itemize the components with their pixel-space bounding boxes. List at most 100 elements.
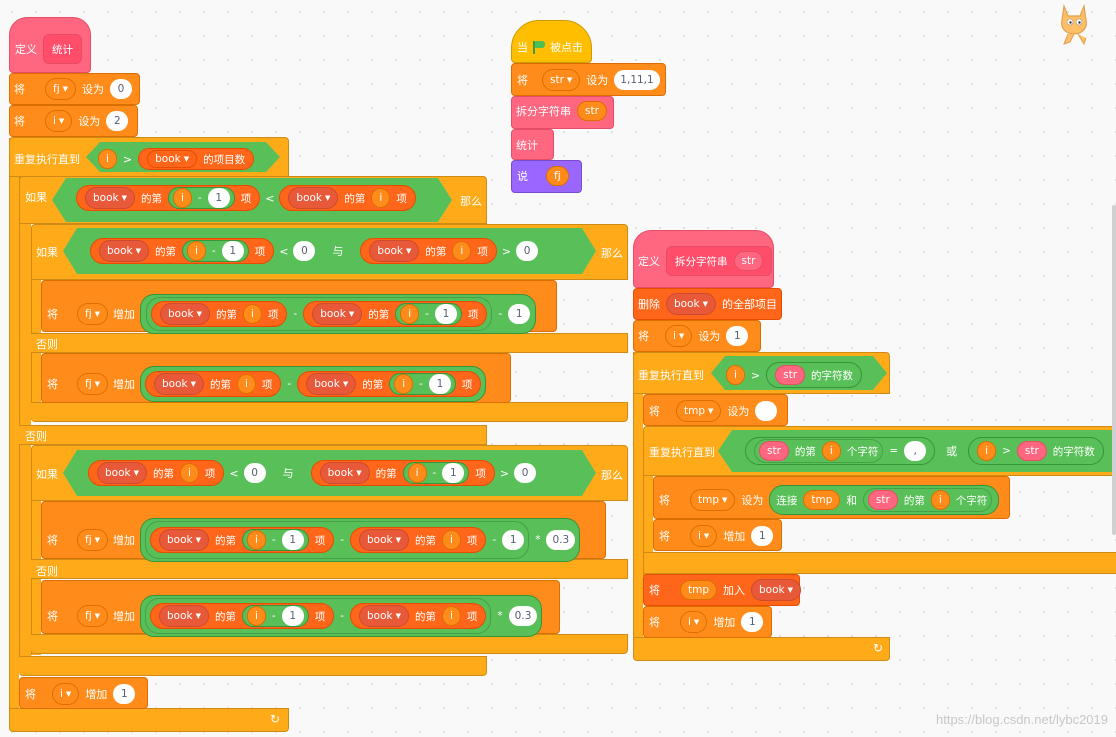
multiply-reporter[interactable]: book▼ 的第 i - 1 项 - book▼ 的第 i 项 - 1 * 0.…: [140, 518, 581, 562]
letter-of-reporter[interactable]: str 的第 i 个字符: [862, 488, 993, 512]
custom-block-prototype[interactable]: 统计: [43, 34, 82, 64]
subtract-reporter[interactable]: i - 1: [389, 373, 456, 395]
subtract-reporter[interactable]: i - 1: [181, 240, 249, 262]
var-reporter-i[interactable]: i: [98, 149, 117, 169]
subtract-reporter[interactable]: book▼ 的第 i - 1 项 - book▼ 的第 i 项 - 1: [145, 521, 530, 559]
number-input[interactable]: 0.3: [546, 530, 576, 550]
list-dropdown[interactable]: book▼: [147, 150, 198, 168]
var-dropdown-fj[interactable]: fj▼: [77, 303, 109, 325]
item-of-list-reporter[interactable]: book▼ 的第 i 项: [279, 185, 416, 211]
var-reporter-fj[interactable]: fj: [546, 166, 569, 186]
list-dropdown[interactable]: book▼: [369, 240, 420, 262]
number-input[interactable]: 1: [281, 606, 304, 626]
subtract-reporter[interactable]: i - 1: [167, 187, 235, 209]
subtract-reporter[interactable]: i - 1: [242, 529, 309, 551]
list-dropdown[interactable]: book▼: [319, 462, 370, 484]
var-reporter-i[interactable]: i: [237, 374, 256, 394]
var-dropdown-i[interactable]: i▼: [690, 525, 718, 547]
list-dropdown[interactable]: book▼: [159, 605, 209, 627]
var-dropdown-fj[interactable]: fj▼: [77, 529, 109, 551]
letter-of-reporter[interactable]: str 的第 i 个字符: [754, 439, 884, 463]
var-reporter-tmp[interactable]: tmp: [803, 490, 841, 510]
number-input[interactable]: 1: [741, 612, 764, 632]
var-reporter-i[interactable]: i: [821, 441, 841, 461]
var-dropdown-tmp[interactable]: tmp▼: [690, 489, 736, 511]
list-dropdown[interactable]: book▼: [306, 373, 357, 395]
var-dropdown-str[interactable]: str▼: [542, 69, 581, 91]
item-of-list-reporter[interactable]: book▼ 的第 i - 1 项: [150, 603, 335, 629]
list-dropdown[interactable]: book▼: [666, 293, 716, 315]
gt-condition[interactable]: i > str 的字符数: [968, 437, 1104, 465]
var-dropdown-fj[interactable]: fj▼: [77, 373, 109, 395]
list-dropdown[interactable]: book▼: [359, 605, 409, 627]
item-of-list-reporter[interactable]: book▼ 的第 i 项: [350, 527, 487, 553]
value-input[interactable]: 1,11,1: [614, 70, 660, 90]
var-reporter-i[interactable]: i: [247, 530, 266, 550]
var-reporter-i[interactable]: i: [442, 530, 461, 550]
var-dropdown-tmp[interactable]: tmp▼: [676, 400, 722, 422]
number-input[interactable]: 0.3: [508, 606, 538, 626]
subtract-reporter[interactable]: book▼ 的第 i 项 - book▼ 的第 i - 1 项 - 1: [140, 294, 537, 334]
call-stat-block[interactable]: [511, 129, 554, 160]
var-dropdown-i[interactable]: i▼: [52, 683, 80, 705]
param-str[interactable]: str: [867, 490, 898, 510]
var-reporter-i[interactable]: i: [930, 490, 950, 510]
var-reporter-str[interactable]: str: [577, 101, 607, 121]
number-input[interactable]: 1: [751, 526, 774, 546]
item-of-list-reporter[interactable]: book▼ 的第 i - 1 项: [76, 185, 261, 211]
item-of-list-reporter[interactable]: book▼ 的第 i - 1 项: [310, 460, 495, 486]
eq-condition[interactable]: str 的第 i 个字符 = ,: [745, 437, 936, 465]
item-of-list-reporter[interactable]: book▼ 的第 i - 1 项: [297, 371, 482, 397]
item-of-list-reporter[interactable]: book▼ 的第 i - 1 项: [90, 238, 275, 264]
number-input[interactable]: 0: [516, 241, 539, 261]
number-input[interactable]: 1: [434, 304, 457, 324]
list-length-reporter[interactable]: book▼ 的项目数: [138, 148, 255, 170]
number-input[interactable]: 1: [207, 188, 230, 208]
list-dropdown[interactable]: book▼: [154, 373, 204, 395]
subtract-reporter[interactable]: i - 1: [402, 462, 470, 484]
number-input[interactable]: 0: [293, 241, 316, 261]
subtract-reporter[interactable]: book▼ 的第 i 项 - book▼ 的第 i - 1 项: [146, 297, 493, 331]
value-input[interactable]: 2: [106, 111, 129, 131]
value-input[interactable]: 0: [110, 79, 133, 99]
var-reporter-i[interactable]: i: [442, 606, 461, 626]
var-reporter-i[interactable]: i: [407, 463, 427, 483]
item-of-list-reporter[interactable]: book▼ 的第 i 项: [145, 371, 282, 397]
list-dropdown[interactable]: book▼: [312, 303, 363, 325]
var-reporter-i[interactable]: i: [452, 241, 472, 261]
list-dropdown[interactable]: book▼: [97, 462, 147, 484]
subtract-reporter[interactable]: i - 1: [242, 605, 309, 627]
param-str[interactable]: str: [733, 251, 764, 271]
var-reporter-tmp[interactable]: tmp: [680, 580, 718, 600]
list-dropdown[interactable]: book▼: [99, 240, 149, 262]
subtract-reporter[interactable]: book▼ 的第 i 项 - book▼ 的第 i - 1 项: [140, 366, 487, 402]
multiply-reporter[interactable]: book▼ 的第 i - 1 项 - book▼ 的第 i 项 * 0.3: [140, 595, 543, 637]
number-input[interactable]: 0: [514, 463, 537, 483]
var-reporter-i[interactable]: i: [394, 374, 414, 394]
var-reporter-i[interactable]: i: [977, 441, 997, 461]
param-str[interactable]: str: [775, 365, 806, 385]
join-reporter[interactable]: 连接 tmp 和 str 的第 i 个字符: [769, 485, 1000, 515]
number-input[interactable]: 0: [243, 463, 266, 483]
item-of-list-reporter[interactable]: book▼ 的第 i - 1 项: [303, 301, 488, 327]
item-of-list-reporter[interactable]: book▼ 的第 i 项: [151, 301, 288, 327]
item-of-list-reporter[interactable]: book▼ 的第 i 项: [350, 603, 487, 629]
subtract-reporter[interactable]: book▼ 的第 i - 1 项 - book▼ 的第 i 项: [145, 598, 492, 634]
var-reporter-i[interactable]: i: [247, 606, 266, 626]
var-reporter-i[interactable]: i: [371, 188, 391, 208]
value-input[interactable]: 1: [726, 326, 749, 346]
custom-block-prototype[interactable]: 拆分字符串 str: [666, 246, 773, 276]
var-dropdown-i[interactable]: i▼: [680, 611, 708, 633]
text-input-comma[interactable]: ,: [904, 441, 927, 461]
number-input[interactable]: 1: [508, 304, 531, 324]
var-dropdown-i[interactable]: i▼: [45, 110, 73, 132]
list-dropdown[interactable]: book▼: [160, 303, 210, 325]
list-dropdown[interactable]: book▼: [359, 529, 409, 551]
number-input[interactable]: 1: [221, 241, 244, 261]
var-reporter-i[interactable]: i: [179, 463, 199, 483]
item-of-list-reporter[interactable]: book▼ 的第 i 项: [360, 238, 497, 264]
length-reporter[interactable]: str 的字符数: [766, 362, 863, 388]
var-reporter-i[interactable]: i: [400, 304, 420, 324]
item-of-list-reporter[interactable]: book▼ 的第 i - 1 项: [150, 527, 335, 553]
list-dropdown[interactable]: book▼: [288, 187, 339, 209]
